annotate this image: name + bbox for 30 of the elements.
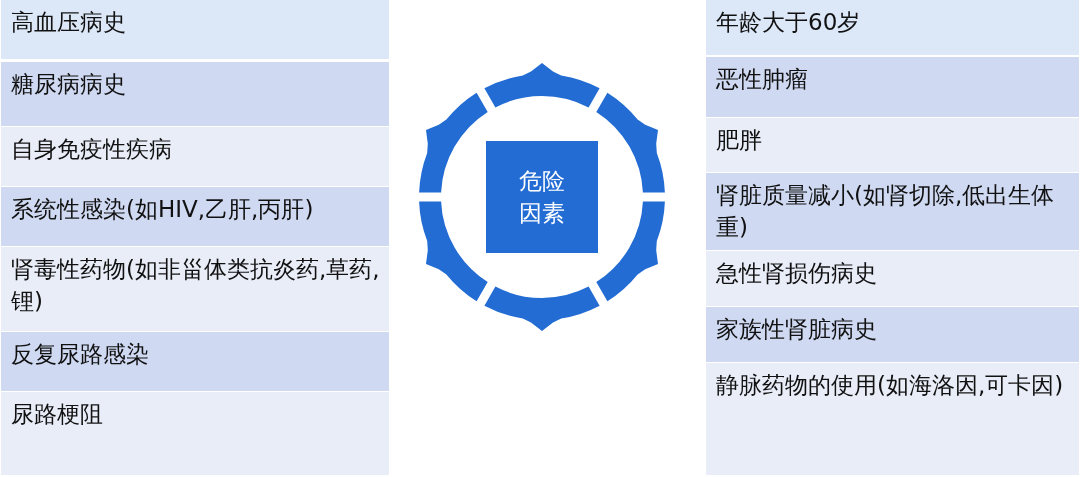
list-band	[1, 392, 389, 475]
list-band	[1, 247, 389, 331]
band-text: 年龄大于60岁	[716, 8, 862, 37]
band-text: 尿路梗阻	[11, 400, 104, 429]
band-text: 反复尿路感染	[11, 340, 150, 369]
band-text: 肥胖	[716, 126, 763, 155]
band-text: 高血压病史	[11, 8, 127, 37]
band-text: 肾毒性药物(如非甾体类抗炎药,草药,锂)	[11, 255, 381, 316]
list-band	[1, 332, 389, 391]
band-text: 自身免疫性疾病	[11, 135, 173, 164]
band-text: 糖尿病病史	[11, 70, 127, 99]
center-box	[486, 141, 598, 253]
band-text: 家族性肾脏病史	[716, 315, 878, 344]
band-text: 肾脏质量减小(如肾切除,低出生体重)	[716, 181, 1056, 242]
band-text: 系统性感染(如HIV,乙肝,丙肝)	[11, 195, 315, 224]
list-band	[706, 363, 1079, 475]
list-band	[1, 62, 389, 126]
list-band	[1, 187, 389, 246]
list-band	[706, 57, 1079, 117]
list-band	[706, 173, 1079, 250]
list-band	[706, 307, 1079, 362]
band-text: 恶性肿瘤	[716, 65, 809, 94]
list-band	[706, 0, 1079, 55]
band-text: 静脉药物的使用(如海洛因,可卡因)	[716, 371, 1065, 400]
list-band	[1, 0, 389, 59]
list-band	[706, 251, 1079, 306]
list-band	[706, 118, 1079, 172]
band-text: 急性肾损伤病史	[716, 259, 878, 288]
band-text: 危险因素	[518, 167, 566, 228]
list-band	[1, 127, 389, 186]
